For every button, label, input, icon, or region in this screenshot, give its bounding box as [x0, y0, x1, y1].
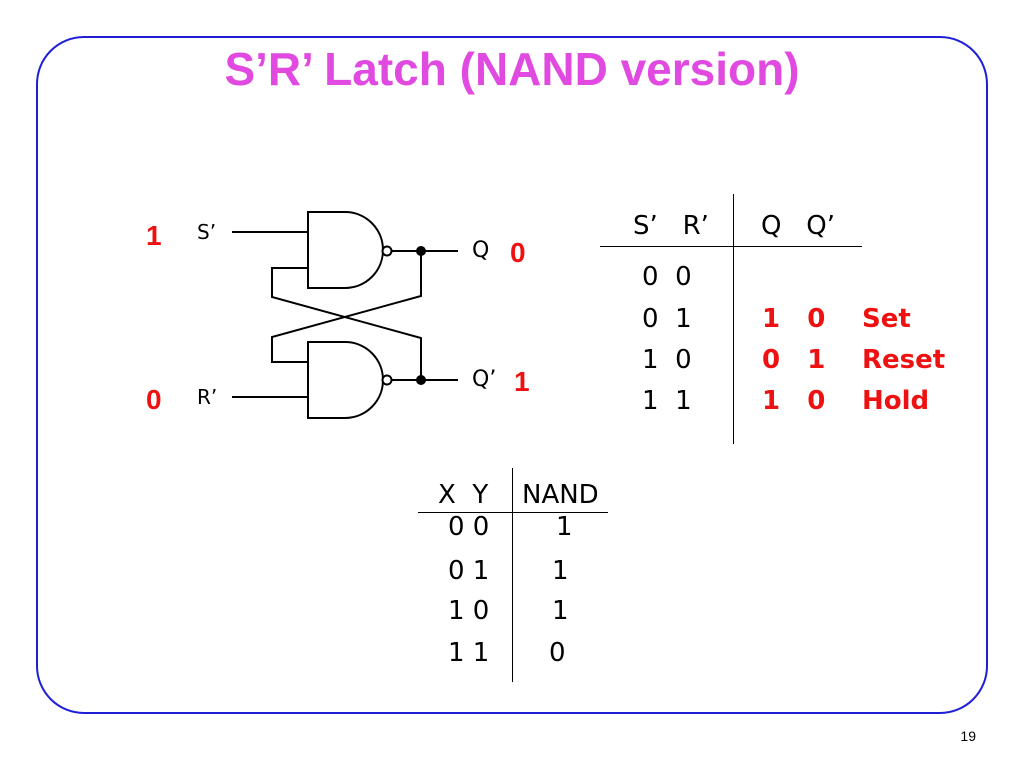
feedback-q-wire — [271, 251, 422, 363]
latch-header-inputs: S’ R’ — [633, 211, 709, 241]
nand-gate-bottom — [307, 341, 384, 419]
latch-row-outputs: 1 0 — [762, 386, 826, 416]
latch-table-divider-horizontal — [600, 246, 862, 247]
feedback-qbar-wire — [271, 267, 422, 380]
q-value: 0 — [510, 237, 526, 268]
latch-table-divider-vertical — [733, 194, 734, 444]
latch-row-outputs: 0 1 — [762, 345, 826, 375]
page-number: 19 — [960, 728, 976, 744]
nand-row-output: 1 — [556, 512, 573, 542]
latch-row-outputs: 1 0 — [762, 304, 826, 334]
qbar-value: 1 — [514, 366, 530, 397]
nand-header-output: NAND — [522, 480, 599, 510]
nand-row-inputs: 1 1 — [448, 638, 490, 668]
q-output-label: Q — [472, 238, 490, 263]
r-value: 0 — [146, 384, 162, 415]
qbar-output-label: Q’ — [472, 367, 497, 392]
latch-row-inputs: 0 1 — [642, 304, 692, 334]
nand-row-output: 1 — [552, 596, 569, 626]
inversion-bubble-top — [381, 245, 393, 257]
latch-row-label: Hold — [862, 386, 930, 416]
slide-frame — [36, 36, 988, 714]
slide-title: S’R’ Latch (NAND version) — [224, 43, 800, 95]
latch-row-label: Reset — [862, 345, 946, 375]
latch-row-inputs: 0 0 — [642, 262, 692, 292]
nand-header-inputs: X Y — [438, 480, 489, 510]
nand-table-divider-vertical — [512, 468, 513, 682]
inversion-bubble-bottom — [381, 374, 393, 386]
nand-row-inputs: 1 0 — [448, 596, 490, 626]
nand-row-inputs: 0 0 — [448, 512, 490, 542]
nand-table-divider-horizontal — [418, 512, 608, 513]
latch-row-inputs: 1 0 — [642, 345, 692, 375]
nand-gate-top — [307, 211, 384, 289]
nand-row-inputs: 0 1 — [448, 556, 490, 586]
latch-row-label: Set — [862, 304, 911, 334]
r-input-label: R’ — [197, 385, 218, 409]
nand-row-output: 1 — [552, 556, 569, 586]
junction-dot-q — [416, 246, 426, 256]
nand-row-output: 0 — [549, 638, 566, 668]
s-value: 1 — [146, 220, 162, 251]
latch-header-outputs: Q Q’ — [761, 211, 835, 241]
latch-row-inputs: 1 1 — [642, 386, 692, 416]
s-input-label: S’ — [197, 220, 217, 244]
junction-dot-qbar — [416, 375, 426, 385]
